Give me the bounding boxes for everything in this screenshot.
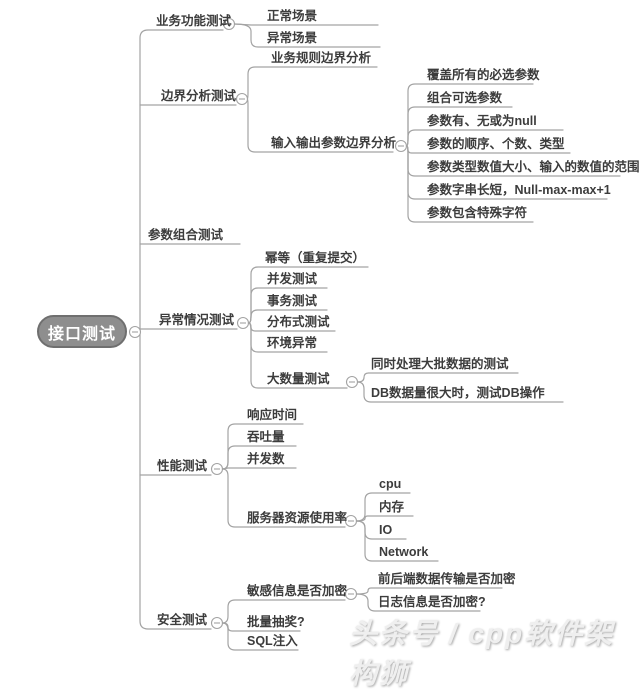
- root-node-label: 接口测试: [47, 325, 116, 343]
- edge-db-operation-test: [356, 381, 564, 403]
- node-big-data-test[interactable]: 大数量测试: [267, 372, 330, 386]
- node-performance-test[interactable]: 性能测试: [157, 459, 208, 473]
- edge-batch-data-test: [356, 372, 519, 383]
- node-batch-data-test[interactable]: 同时处理大批数据的测试: [371, 357, 509, 371]
- node-param-value-range[interactable]: 参数类型数值大小、输入的数值的范围: [427, 160, 640, 174]
- mindmap-connectors: [128, 17, 621, 651]
- edge-abnormal-scenario: [233, 23, 381, 48]
- collapse-minus-icon-big-data-test[interactable]: [345, 375, 359, 389]
- collapse-minus-icon-security-test[interactable]: [210, 616, 224, 630]
- edge-business-rule-boundary: [246, 66, 378, 100]
- collapse-minus-icon-exception-case-test[interactable]: [236, 316, 250, 330]
- edge-transport-encryption: [355, 587, 503, 595]
- edge-param-special-chars: [405, 145, 534, 223]
- node-io-param-boundary[interactable]: 输入输出参数边界分析: [271, 136, 397, 150]
- node-transport-encryption[interactable]: 前后端数据传输是否加密: [378, 572, 516, 586]
- edge-memory: [355, 515, 414, 522]
- node-boundary-analysis-test[interactable]: 边界分析测试: [161, 89, 237, 103]
- node-throughput[interactable]: 吞吐量: [247, 430, 285, 444]
- edge-transaction-test: [247, 309, 328, 324]
- collapse-minus-icon-boundary-analysis-test[interactable]: [235, 92, 249, 106]
- edge-sensitive-info-encryption: [221, 599, 346, 624]
- node-network[interactable]: Network: [379, 545, 429, 559]
- node-sensitive-info-encryption[interactable]: 敏感信息是否加密: [247, 584, 348, 598]
- node-cpu[interactable]: cpu: [379, 477, 402, 491]
- node-server-resource-usage[interactable]: 服务器资源使用率: [247, 511, 348, 525]
- node-log-encryption[interactable]: 日志信息是否加密?: [378, 595, 486, 609]
- collapse-minus-icon-performance-test[interactable]: [210, 462, 224, 476]
- node-batch-lottery[interactable]: 批量抽奖?: [247, 615, 305, 629]
- node-transaction-test[interactable]: 事务测试: [267, 294, 318, 308]
- edge-big-data-test: [247, 322, 348, 389]
- node-business-rule-boundary[interactable]: 业务规则边界分析: [271, 51, 372, 65]
- node-exception-case-test[interactable]: 异常情况测试: [159, 313, 235, 327]
- node-param-combination-test[interactable]: 参数组合测试: [148, 228, 224, 242]
- edge-network: [355, 520, 439, 562]
- node-param-required[interactable]: 覆盖所有的必选参数: [427, 68, 540, 82]
- edge-sql-injection: [221, 622, 299, 651]
- collapse-minus-icon-server-resource-usage[interactable]: [344, 514, 358, 528]
- node-environment-exception[interactable]: 环境异常: [267, 336, 318, 350]
- node-concurrency-test[interactable]: 并发测试: [267, 272, 318, 286]
- node-param-null[interactable]: 参数有、无或为null: [427, 114, 537, 128]
- node-param-string-length[interactable]: 参数字串长短，Null-max-max+1: [427, 183, 611, 197]
- node-param-optional-combo[interactable]: 组合可选参数: [427, 91, 503, 105]
- node-sql-injection[interactable]: SQL注入: [247, 634, 298, 648]
- node-concurrency-count[interactable]: 并发数: [247, 452, 285, 466]
- node-param-special-chars[interactable]: 参数包含特殊字符: [427, 206, 528, 220]
- edge-normal-scenario: [233, 23, 379, 26]
- root-node[interactable]: 接口测试: [37, 315, 127, 348]
- node-io[interactable]: IO: [379, 523, 393, 537]
- node-abnormal-scenario[interactable]: 异常场景: [267, 31, 318, 45]
- node-response-time[interactable]: 响应时间: [247, 408, 298, 422]
- node-idempotent-test[interactable]: 幂等（重复提交）: [265, 251, 366, 265]
- edge-io-param-boundary: [246, 98, 394, 153]
- collapse-minus-icon-sensitive-info-encryption[interactable]: [344, 587, 358, 601]
- node-db-operation-test[interactable]: DB数据量很大时，测试DB操作: [371, 386, 545, 400]
- node-memory[interactable]: 内存: [379, 500, 405, 514]
- node-normal-scenario[interactable]: 正常场景: [267, 9, 318, 23]
- edge-log-encryption: [355, 593, 481, 612]
- node-business-function-test[interactable]: 业务功能测试: [156, 14, 232, 28]
- node-security-test[interactable]: 安全测试: [157, 613, 208, 627]
- node-distributed-test[interactable]: 分布式测试: [267, 315, 330, 329]
- edge-concurrency-count: [221, 467, 297, 470]
- collapse-minus-icon-io-param-boundary[interactable]: [394, 139, 408, 153]
- node-param-order-count-type[interactable]: 参数的顺序、个数、类型: [427, 137, 565, 151]
- edge-param-null: [405, 129, 564, 147]
- collapse-minus-icon-root[interactable]: [128, 325, 142, 339]
- mindmap-canvas: 业务功能测试 正常场景异常场景边界分析测试 业务规则边界分析输入输出参数边界分析 覆盖…: [37, 9, 640, 689]
- edge-server-resource-usage: [221, 468, 346, 528]
